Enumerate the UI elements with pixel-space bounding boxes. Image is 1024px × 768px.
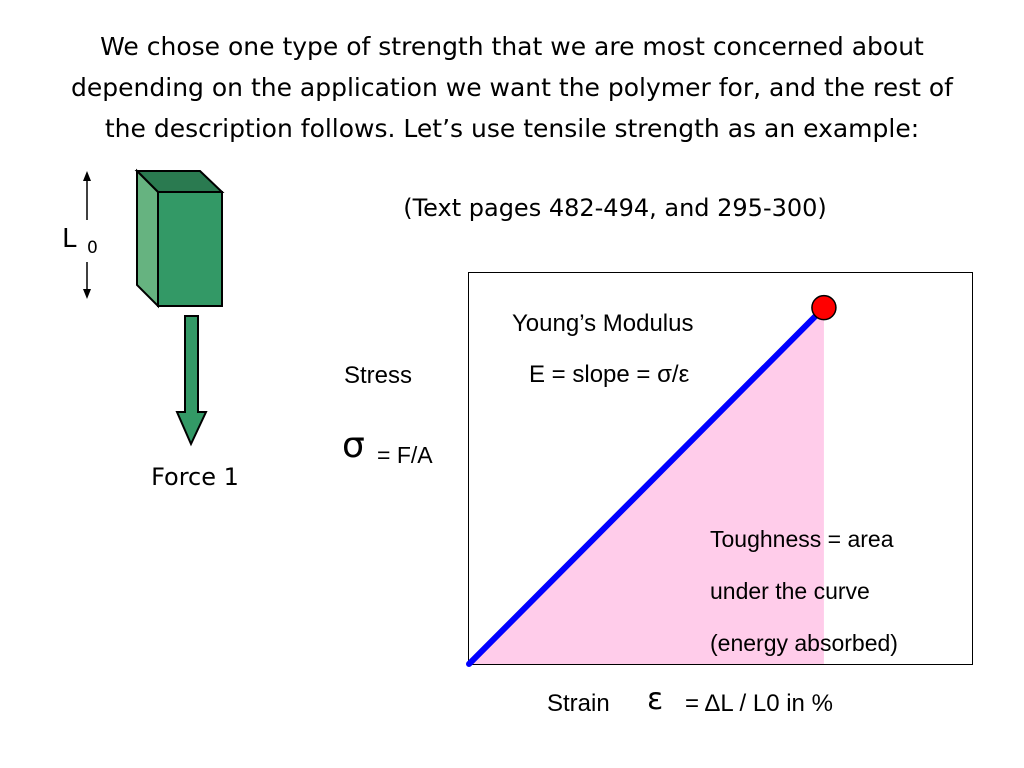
strain-equation: = ΔL / L0 in % bbox=[685, 690, 833, 717]
toughness-line-1: Toughness = area bbox=[710, 526, 894, 552]
force-arrow bbox=[175, 315, 208, 447]
youngs-modulus-title: Young’s Modulus bbox=[512, 310, 694, 337]
length-dimension-arrow bbox=[83, 171, 91, 299]
intro-line-2: depending on the application we want the… bbox=[71, 73, 953, 102]
specimen-illustration bbox=[83, 168, 225, 447]
stress-label: Stress bbox=[344, 362, 413, 389]
intro-line-3: the description follows. Let’s use tensi… bbox=[104, 114, 920, 143]
specimen-block bbox=[134, 168, 225, 309]
stress-symbol: σ bbox=[342, 425, 365, 466]
strain-symbol: ε bbox=[647, 682, 664, 717]
stress-equation: = F/A bbox=[377, 442, 433, 468]
force-label: Force 1 bbox=[151, 463, 239, 491]
toughness-annotation: Toughness = area under the curve (energy… bbox=[710, 513, 898, 669]
stress-strain-chart bbox=[466, 272, 973, 667]
page-reference: (Text pages 482-494, and 295-300) bbox=[403, 194, 827, 222]
toughness-line-2: under the curve bbox=[710, 578, 870, 604]
toughness-line-3: (energy absorbed) bbox=[710, 630, 898, 656]
elastic-line bbox=[466, 304, 827, 667]
intro-line-1: We chose one type of strength that we ar… bbox=[100, 32, 924, 61]
length-subscript: 0 bbox=[87, 238, 98, 258]
strain-label: Strain bbox=[547, 690, 610, 717]
youngs-modulus-equation: E = slope = σ/ε bbox=[529, 361, 690, 388]
length-label: L bbox=[62, 224, 77, 254]
intro-paragraph: We chose one type of strength that we ar… bbox=[30, 26, 994, 149]
failure-point-marker bbox=[811, 294, 837, 321]
